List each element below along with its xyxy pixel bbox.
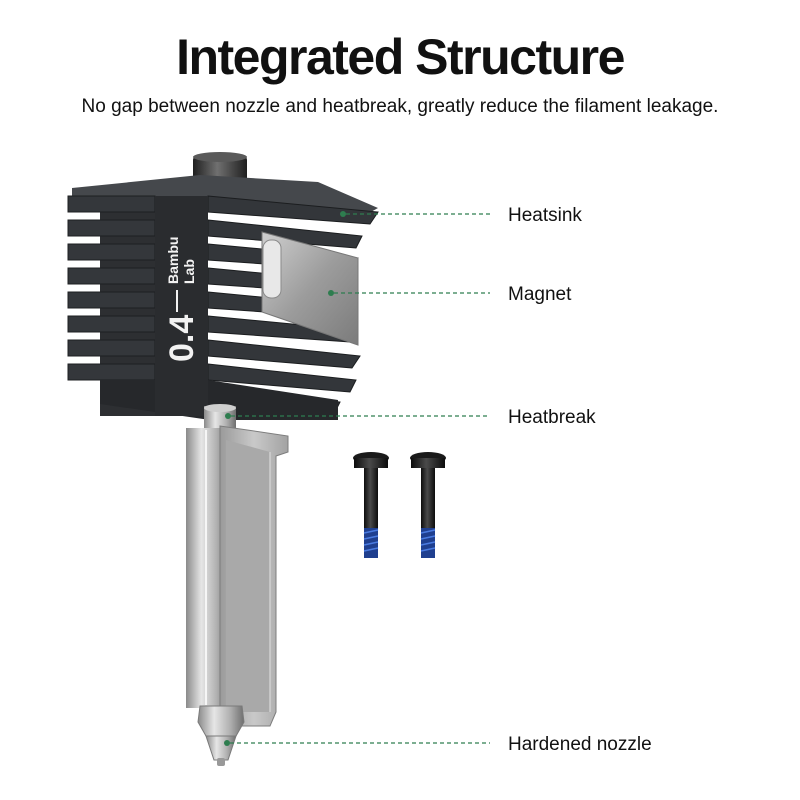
callout-label-heatbreak: Heatbreak [508,407,596,428]
callout-dot [225,413,231,419]
callout-dot [328,290,334,296]
magnet [261,231,359,346]
page-subtitle: No gap between nozzle and heatbreak, gre… [81,96,719,117]
callout-heatsink: Heatsink [340,205,582,226]
callout-label-hardened-nozzle: Hardened nozzle [508,734,652,755]
callout-label-magnet: Magnet [508,284,572,305]
brand-name-line2: Lab [181,259,197,284]
callout-dot [340,211,346,217]
callout-dot [224,740,230,746]
callout-magnet: Magnet [328,284,572,305]
page-title: Integrated Structure [176,29,625,85]
heatsink-branding: 0.4 Bambu Lab [163,237,201,362]
callout-nozzle: Hardened nozzle [224,734,652,755]
heatbreak [204,404,236,428]
heater-plate [219,425,289,727]
nozzle-size-mark: 0.4 [163,315,201,362]
callout-label-heatsink: Heatsink [508,205,582,226]
callout-heatbreak: Heatbreak [225,407,596,428]
screw-right [410,452,446,558]
nozzle-tip [197,705,245,766]
brand-name-line1: Bambu [165,237,181,284]
screw-left [353,452,389,558]
heatsink-left-fins [67,195,156,381]
